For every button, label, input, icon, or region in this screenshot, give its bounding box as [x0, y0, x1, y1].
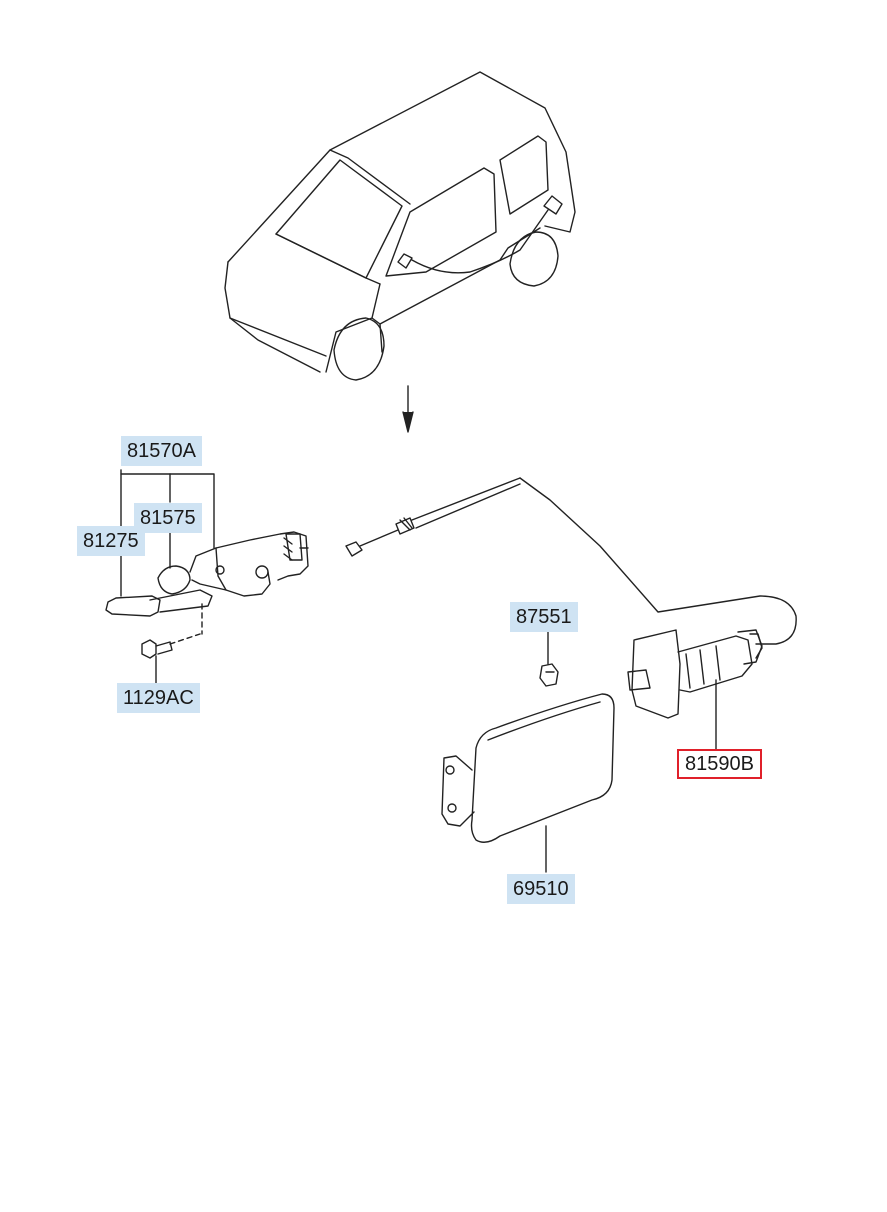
arrow-down-icon	[402, 385, 414, 433]
part-label-69510[interactable]: 69510	[507, 874, 575, 904]
fuel-filler-door	[441, 693, 615, 873]
part-label-81575[interactable]: 81575	[134, 503, 202, 533]
part-label-87551[interactable]: 87551	[510, 602, 578, 632]
bolt-1129ac	[141, 639, 173, 687]
part-label-81570a[interactable]: 81570A	[121, 436, 202, 466]
clip-87551	[539, 629, 559, 687]
part-label-81590b-selected[interactable]: 81590B	[677, 749, 762, 779]
fuel-door-catch	[627, 629, 763, 751]
vehicle-illustration	[224, 71, 576, 381]
part-label-81275[interactable]: 81275	[77, 526, 145, 556]
opener-cable	[345, 477, 797, 645]
part-label-1129ac[interactable]: 1129AC	[117, 683, 200, 713]
fuel-filler-opener-lever	[105, 469, 309, 645]
